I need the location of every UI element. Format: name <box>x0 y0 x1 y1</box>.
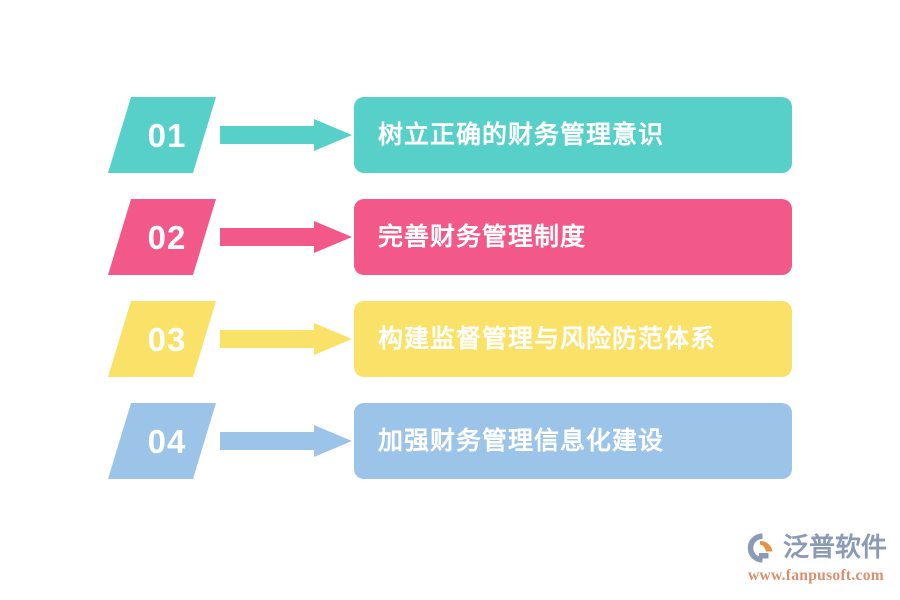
step-number-badge: 02 <box>108 199 216 275</box>
step-number-text: 02 <box>147 218 187 256</box>
step-number-text: 01 <box>147 116 187 154</box>
step-label-text: 加强财务管理信息化建设 <box>378 426 665 455</box>
step-number-badge: 03 <box>108 301 216 377</box>
watermark-brand-name: 泛普软件 <box>783 533 888 563</box>
arrow-head <box>314 221 352 253</box>
step-row: 01 树立正确的财务管理意识 <box>108 97 792 173</box>
step-number-text: 03 <box>147 320 187 358</box>
arrow-shaft <box>220 228 316 246</box>
step-arrow-icon <box>220 425 352 457</box>
step-label-bar: 树立正确的财务管理意识 <box>354 97 792 173</box>
step-label-text: 完善财务管理制度 <box>378 222 587 251</box>
step-label-bar: 完善财务管理制度 <box>354 199 792 275</box>
fanpu-logo-icon <box>747 533 773 563</box>
watermark-url: www.fanpusoft.com <box>748 567 884 584</box>
step-number-badge: 04 <box>108 403 216 479</box>
arrow-head <box>314 323 352 355</box>
arrow-head <box>314 119 352 151</box>
step-row: 04 加强财务管理信息化建设 <box>108 403 792 479</box>
step-number-badge: 01 <box>108 97 216 173</box>
step-row: 02 完善财务管理制度 <box>108 199 792 275</box>
watermark-logo: 泛普软件 www.fanpusoft.com <box>746 530 888 588</box>
watermark-brand-row: 泛普软件 <box>746 530 888 566</box>
step-label-bar: 构建监督管理与风险防范体系 <box>354 301 792 377</box>
arrow-head <box>314 425 352 457</box>
step-row: 03 构建监督管理与风险防范体系 <box>108 301 792 377</box>
step-arrow-icon <box>220 221 352 253</box>
step-arrow-icon <box>220 119 352 151</box>
arrow-shaft <box>220 126 316 144</box>
arrow-shaft <box>220 330 316 348</box>
step-label-bar: 加强财务管理信息化建设 <box>354 403 792 479</box>
step-label-text: 构建监督管理与风险防范体系 <box>378 324 717 353</box>
step-label-text: 树立正确的财务管理意识 <box>378 120 665 149</box>
arrow-shaft <box>220 432 316 450</box>
step-number-text: 04 <box>147 422 187 460</box>
step-arrow-icon <box>220 323 352 355</box>
